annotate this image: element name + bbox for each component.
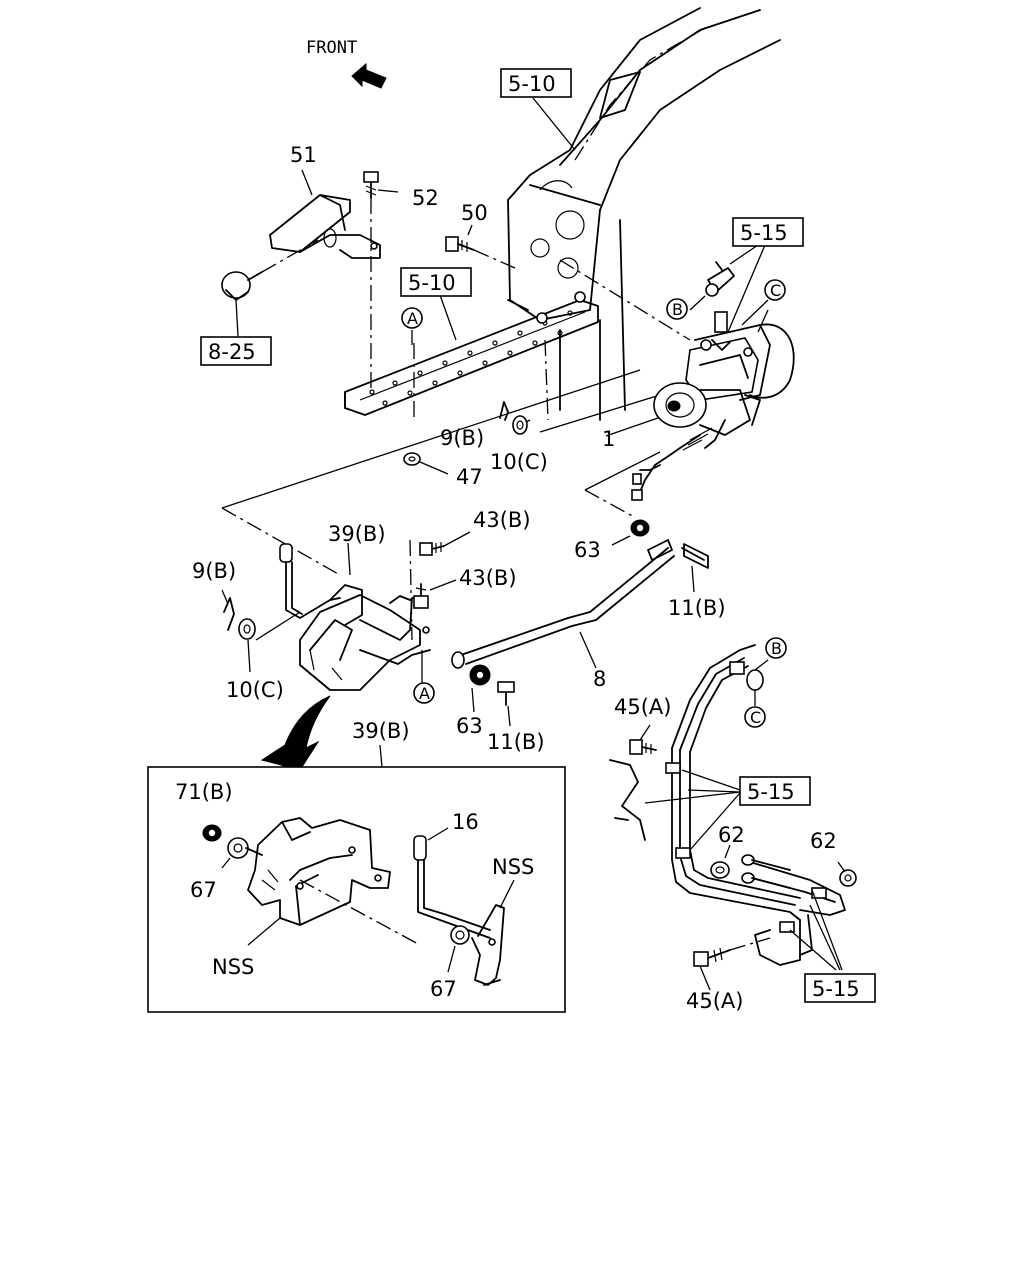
callout-71b: 71(B)	[175, 780, 233, 804]
detail-box	[147, 744, 566, 1013]
washer-10c-left	[238, 611, 301, 673]
svg-text:C: C	[770, 281, 781, 300]
callout-52: 52	[412, 186, 439, 210]
callout-47: 47	[456, 465, 483, 489]
callout-43b-b: 43(B)	[459, 566, 517, 590]
brake-pipes	[609, 644, 857, 991]
bolt-52	[363, 171, 399, 199]
circle-ref-b-top	[666, 298, 688, 320]
detail-arrow-icon	[260, 695, 331, 771]
grommet-63-bottom	[469, 664, 491, 713]
fitting-top	[689, 244, 769, 333]
grommet-63-top	[611, 519, 650, 546]
callout-5-15-mid: 5-15	[747, 780, 795, 804]
clip-9b-top	[499, 401, 509, 421]
callout-10c-top: 10(C)	[490, 450, 548, 474]
callout-63-b: 63	[456, 714, 483, 738]
callout-11b-b: 11(B)	[487, 730, 545, 754]
callout-10c-left: 10(C)	[226, 678, 284, 702]
circle-ref-b-right	[765, 637, 787, 659]
callout-45a-b: 45(A)	[686, 989, 743, 1013]
callout-labels: 51 52 50 5-10 5-10 8-25 5-15 1 9(B) 10(C…	[175, 68, 876, 1013]
callout-1: 1	[602, 427, 615, 451]
callout-8-25: 8-25	[208, 340, 256, 364]
callout-5-10-mid: 5-10	[408, 271, 456, 295]
svg-text:A: A	[407, 309, 418, 328]
bolt-43b-a	[419, 531, 471, 556]
bolt-43b-b	[413, 579, 457, 609]
callout-39b-top: 39(B)	[328, 522, 386, 546]
bolt-50	[445, 224, 516, 269]
circle-ref-c-top	[764, 279, 786, 301]
washer-10c-top	[512, 415, 528, 435]
callout-nss-a: NSS	[492, 855, 534, 879]
front-label: FRONT	[306, 38, 357, 58]
svg-text:B: B	[771, 639, 782, 658]
box-5-15-mid	[739, 776, 811, 806]
box-5-15-bot	[804, 973, 876, 1003]
box-5-10-top	[500, 68, 572, 98]
callout-5-15-top: 5-15	[740, 221, 788, 245]
svg-text:B: B	[672, 300, 683, 319]
callout-67-a: 67	[190, 878, 217, 902]
bumper-8-25	[221, 239, 319, 337]
rod-8	[451, 539, 675, 669]
bolt-11b-bottom	[497, 681, 515, 727]
callout-67-b: 67	[430, 977, 457, 1001]
circle-references: A A B C B C	[401, 279, 787, 728]
bracket-51	[269, 194, 381, 259]
callout-9b-left: 9(B)	[192, 559, 236, 583]
circle-ref-a-bottom	[413, 682, 435, 704]
box-8-25	[200, 336, 272, 366]
front-arrow-icon	[351, 62, 387, 89]
callout-11b-a: 11(B)	[668, 596, 726, 620]
callout-8: 8	[593, 667, 606, 691]
callout-5-10-top: 5-10	[508, 72, 556, 96]
callout-45a-a: 45(A)	[614, 695, 671, 719]
callout-62-a: 62	[718, 823, 745, 847]
callout-16: 16	[452, 810, 479, 834]
callout-63-a: 63	[574, 538, 601, 562]
box-5-15-top	[732, 217, 804, 247]
bolt-11b-top	[681, 543, 709, 593]
clip-9b-left	[221, 589, 235, 631]
svg-text:C: C	[750, 708, 761, 727]
callout-5-15-bot: 5-15	[812, 977, 860, 1001]
callout-nss-b: NSS	[212, 955, 254, 979]
nut-47	[403, 452, 449, 475]
callout-50: 50	[461, 201, 488, 225]
valve-assembly-1	[605, 311, 795, 501]
bracket-39b	[279, 539, 431, 691]
svg-text:A: A	[419, 684, 430, 703]
circle-ref-c-right	[744, 706, 766, 728]
callout-39b-box: 39(B)	[352, 719, 410, 743]
callout-51: 51	[290, 143, 317, 167]
callout-62-b: 62	[810, 829, 837, 853]
box-5-10-mid	[400, 267, 472, 297]
callout-43b-a: 43(B)	[473, 508, 531, 532]
circle-ref-a-top	[401, 307, 423, 329]
front-indicator: FRONT	[306, 38, 387, 89]
callout-9b-top: 9(B)	[440, 426, 484, 450]
crossmember	[344, 291, 599, 416]
